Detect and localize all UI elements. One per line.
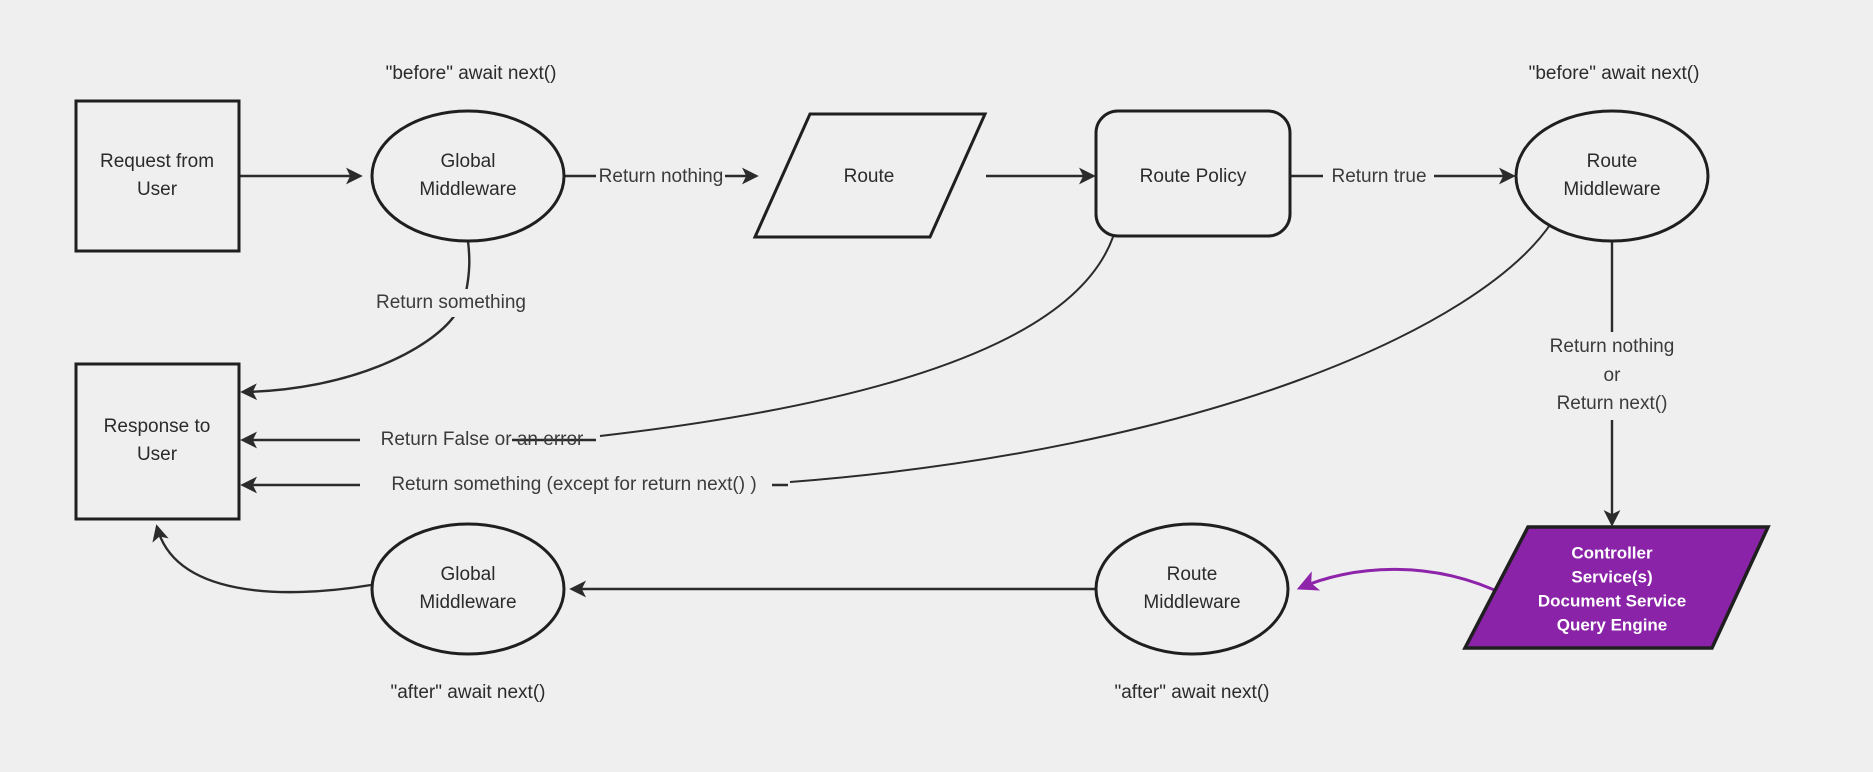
- global-middleware-top-label-line2: Middleware: [419, 179, 516, 200]
- edge-policy-return-false-curve: [599, 236, 1114, 437]
- response-to-user-label-line2: User: [137, 444, 178, 465]
- route-middleware-bottom-label-line2: Middleware: [1143, 592, 1240, 613]
- controller-label-line3: Document Service: [1538, 591, 1686, 610]
- edge-label-return-something-except: Return something (except for return next…: [364, 472, 772, 500]
- annotation-after-route-middleware: "after" await next(): [1115, 682, 1270, 703]
- node-global-middleware-bottom[interactable]: Global Middleware: [370, 522, 566, 656]
- svg-text:Return something: Return something: [376, 292, 526, 313]
- svg-text:or: or: [1604, 365, 1622, 386]
- edge-label-return-false-or-error: Return False or an error: [364, 427, 584, 455]
- request-from-user-shape: [74, 99, 241, 253]
- route-label: Route: [844, 166, 895, 187]
- global-middleware-bottom-shape: [370, 522, 566, 656]
- svg-text:Return nothing: Return nothing: [1550, 336, 1675, 357]
- controller-label-line4: Query Engine: [1557, 615, 1668, 634]
- edge-global-return-something-upper: [464, 240, 471, 293]
- edge-label-return-nothing-or-next: Return nothing or Return next(): [1518, 332, 1708, 420]
- annotation-before-global-middleware: "before" await next(): [386, 63, 557, 84]
- svg-text:Return nothing: Return nothing: [599, 166, 724, 187]
- svg-text:Return something (except for r: Return something (except for return next…: [391, 474, 756, 495]
- node-request-from-user[interactable]: Request from User: [74, 99, 241, 253]
- route-middleware-bottom-shape: [1094, 522, 1290, 656]
- global-middleware-top-label-line1: Global: [441, 151, 496, 172]
- node-response-to-user[interactable]: Response to User: [74, 362, 241, 521]
- node-route-middleware-top[interactable]: Route Middleware: [1514, 109, 1710, 243]
- node-route-middleware-bottom[interactable]: Route Middleware: [1094, 522, 1290, 656]
- controller-label-line2: Service(s): [1571, 567, 1652, 586]
- route-policy-label: Route Policy: [1140, 166, 1247, 187]
- route-middleware-top-label-line2: Middleware: [1563, 179, 1660, 200]
- controller-label-line1: Controller: [1571, 543, 1653, 562]
- edge-controller-to-route-middleware-bottom: [1296, 567, 1506, 597]
- svg-text:Return next(): Return next(): [1557, 393, 1668, 414]
- response-to-user-label-line1: Response to: [104, 416, 211, 437]
- route-middleware-top-shape: [1514, 109, 1710, 243]
- svg-text:Return true: Return true: [1331, 166, 1426, 187]
- edge-globalmw-bottom-to-response: [152, 524, 372, 594]
- node-controller-services[interactable]: Controller Service(s) Document Service Q…: [1462, 525, 1771, 650]
- request-from-user-label-line2: User: [137, 179, 178, 200]
- request-from-user-label-line1: Request from: [100, 151, 214, 172]
- global-middleware-bottom-label-line1: Global: [441, 564, 496, 585]
- route-shape: [752, 112, 988, 239]
- global-middleware-bottom-label-line2: Middleware: [419, 592, 516, 613]
- node-route[interactable]: Route: [752, 112, 988, 239]
- svg-text:Return False or an error: Return False or an error: [381, 429, 584, 450]
- global-middleware-top-shape: [370, 109, 566, 243]
- route-policy-shape: [1094, 109, 1292, 238]
- controller-shape: [1462, 525, 1771, 650]
- edge-label-return-nothing: Return nothing: [596, 163, 725, 189]
- node-global-middleware-top[interactable]: Global Middleware: [370, 109, 566, 243]
- edge-global-return-something-lower: [240, 314, 456, 401]
- response-to-user-shape: [74, 362, 241, 521]
- edge-label-return-true: Return true: [1323, 163, 1434, 189]
- edge-routemw-return-something-curve: [789, 221, 1553, 483]
- route-middleware-bottom-label-line1: Route: [1167, 564, 1218, 585]
- edge-label-return-something: Return something: [364, 289, 538, 317]
- annotation-after-global-middleware: "after" await next(): [391, 682, 546, 703]
- route-middleware-top-label-line1: Route: [1587, 151, 1638, 172]
- annotation-before-route-middleware: "before" await next(): [1529, 63, 1700, 84]
- node-route-policy[interactable]: Route Policy: [1094, 109, 1292, 238]
